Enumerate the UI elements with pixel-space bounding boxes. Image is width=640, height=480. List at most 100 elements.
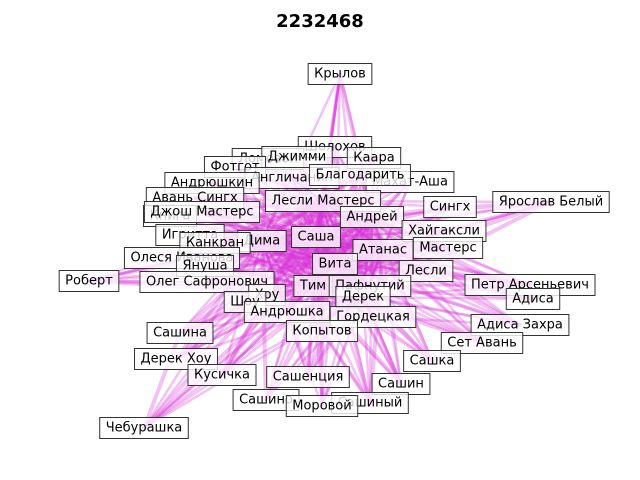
graph-edge-andryushka-lesli_masters [285,199,325,314]
node-box [423,196,477,218]
graph-title: 2232468 [276,11,364,32]
node-label: Сашенция [273,370,344,385]
node-label: Моровой [292,399,351,414]
graph-node-andrey: Андрей [339,206,405,228]
node-label: Крылов [314,67,366,82]
node-box [58,270,120,292]
node-box [403,350,461,372]
node-label: Копытов [292,324,351,339]
graph-node-lesli: Лесли [398,260,454,282]
node-label: Тим [299,279,326,294]
graph-node-set_avan: Сет Авань [440,332,524,354]
graph-node-sashino: Сашино [232,389,300,411]
node-box [492,191,610,213]
node-label: Адиса [512,292,553,307]
graph-node-kusichka: Кусичка [187,364,257,386]
node-label: Сашка [410,354,455,369]
node-box [187,364,257,386]
graph-node-adisa_zakhra: Адиса Захра [470,314,570,336]
node-box [505,288,561,310]
graph-node-oleg: Олег Сафронович [139,271,275,293]
node-box [291,226,341,248]
node-label: Дерек [342,290,384,305]
graph-node-robert: Роберт [58,270,120,292]
node-label: Благодарить [316,168,405,183]
graph-edge-andryushka-sasha [285,235,318,314]
graph-node-blagodarit: Благодарить [309,164,411,186]
graph-node-kaara: Каара [346,147,402,169]
graph-node-sashka: Сашка [403,350,461,372]
node-label: Сашина [153,326,207,341]
graph-edge-kusichka-tim [220,284,315,377]
node-box [143,201,261,223]
node-label: Дима [244,234,280,249]
graph-node-andryushka: Андрюшка [243,301,331,323]
node-label: Сашин [378,377,424,392]
graph-edge-sashino-kopytov [264,329,324,402]
node-label: Хайгаксли [408,224,480,239]
node-label: Сет Авань [447,336,516,351]
graph-node-masters: Мастерс [412,237,484,259]
node-label: Джош Мастерс [150,205,253,220]
node-label: Канкран [186,236,244,251]
node-label: Андрей [346,210,397,225]
node-label: Мастерс [419,241,476,256]
node-label: Дерек Хоу [141,352,212,367]
graph-node-dzhimmi: Джимми [261,146,333,168]
graph-node-kopytov: Копытов [285,320,359,342]
node-label: Каара [353,151,394,166]
graph-edge-sashin-gordetskaya [371,315,403,386]
node-box [146,322,214,344]
node-label: Андрюшкин [171,176,253,191]
node-label: Чебурашка [106,421,183,436]
node-box [139,271,275,293]
nodes-layer: КрыловШолоховЛомовойДжиммиКаараФотготАнг… [58,63,610,439]
node-label: Лесли [405,264,447,279]
node-label: Джимми [268,150,326,165]
node-label: Кусичка [194,368,250,383]
graph-node-singh: Сингх [423,196,477,218]
graph-node-khaygaksli: Хайгаксли [401,220,487,242]
node-box [285,320,359,342]
graph-edge-adisa-derek [361,295,535,301]
graph-node-adisa: Адиса [505,288,561,310]
node-label: Атанас [359,243,407,258]
node-label: Роберт [65,274,113,289]
node-label: Лесли Мастерс [271,194,374,209]
node-label: Саша [298,230,335,245]
node-box [285,395,359,417]
graph-edge-cheburashka-sasha [142,235,318,430]
node-box [307,63,373,85]
graph-node-yaroslav: Ярослав Белый [492,191,610,213]
node-box [266,366,350,388]
graph-node-atanas: Атанас [352,239,414,261]
graph-edge-pafnutiy-lesli_masters [321,199,372,288]
graph-node-derek: Дерек [335,286,391,308]
node-label: Сашино [239,393,293,408]
graph-node-morovoy: Моровой [285,395,359,417]
node-label: Ярослав Белый [499,195,603,210]
node-label: Вита [319,257,352,272]
graph-edge-sashka-atanas [381,248,434,363]
node-label: Адиса Захра [477,318,563,333]
node-label: Януша [182,259,227,274]
graph-node-vita: Вита [312,253,358,275]
graph-edge-sashina-lesli_masters [178,199,325,335]
graph-node-sasha: Саша [291,226,341,248]
graph-node-tim: Тим [293,275,333,297]
node-box [412,237,484,259]
graph-node-cheburashka: Чебурашка [99,417,189,439]
graph-node-sashentsiya: Сашенция [266,366,350,388]
node-label: Сингх [430,200,471,215]
node-box [309,164,411,186]
graph-node-sashina: Сашина [146,322,214,344]
node-box [339,206,405,228]
node-box [312,253,358,275]
node-label: Олег Сафронович [146,275,268,290]
graph-node-krylov: Крылов [307,63,373,85]
node-box [398,260,454,282]
graph-node-dzhosh: Джош Мастерс [143,201,261,223]
graph-node-sashin: Сашин [371,373,431,395]
node-box [99,417,189,439]
